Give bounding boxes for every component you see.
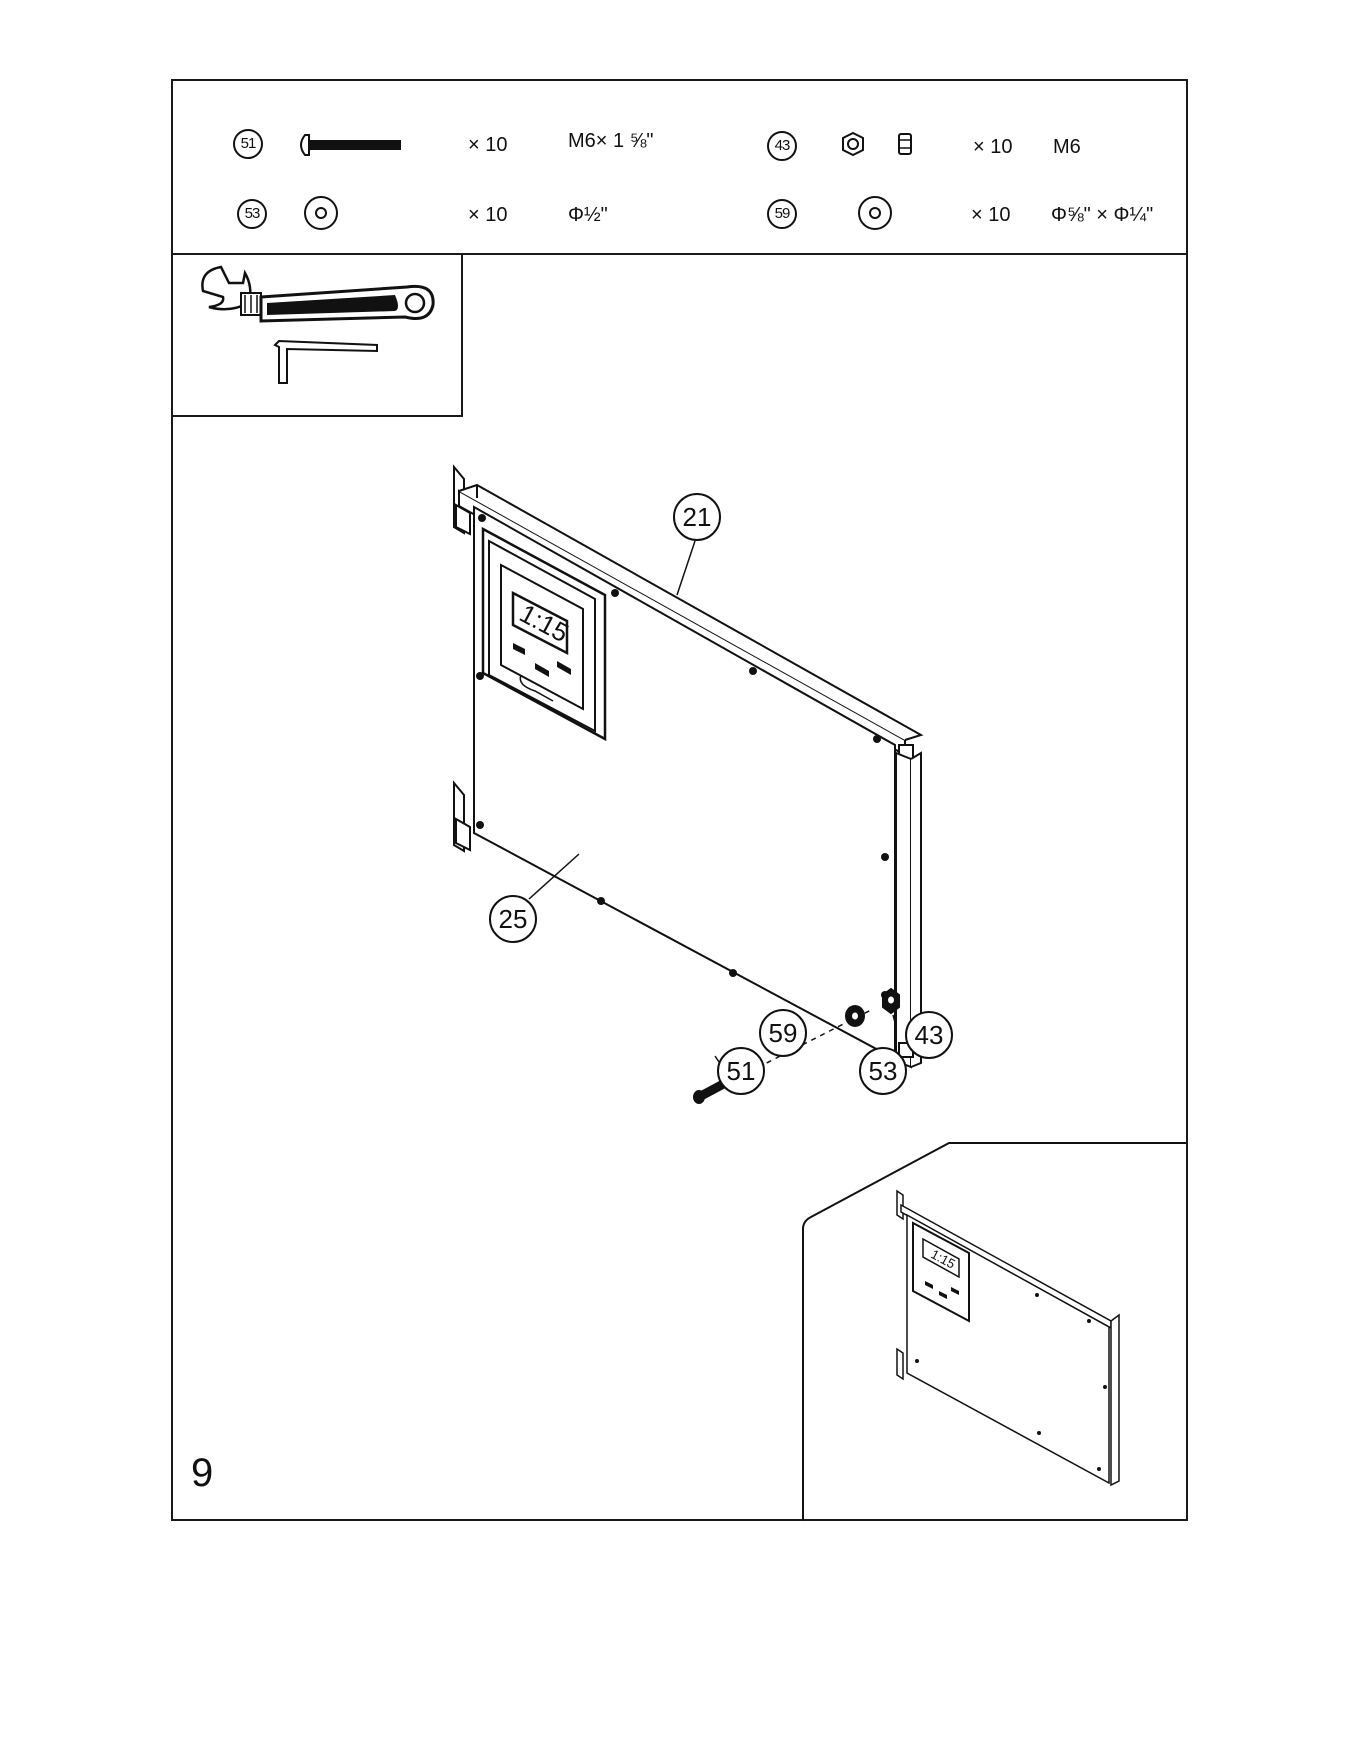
callout-53: 53 xyxy=(859,1047,907,1095)
assembly-diagram: 1:15 1:15 xyxy=(173,81,1186,1521)
callout-51: 51 xyxy=(717,1047,765,1095)
callout-21: 21 xyxy=(673,493,721,541)
inset xyxy=(803,1143,1186,1521)
step-number: 9 xyxy=(191,1451,213,1496)
callout-43: 43 xyxy=(905,1011,953,1059)
step-frame: 51 × 10 M6× 1 ⅝" 43 × 10 M6 53 xyxy=(171,79,1188,1521)
callout-25: 25 xyxy=(489,895,537,943)
callout-59: 59 xyxy=(759,1009,807,1057)
